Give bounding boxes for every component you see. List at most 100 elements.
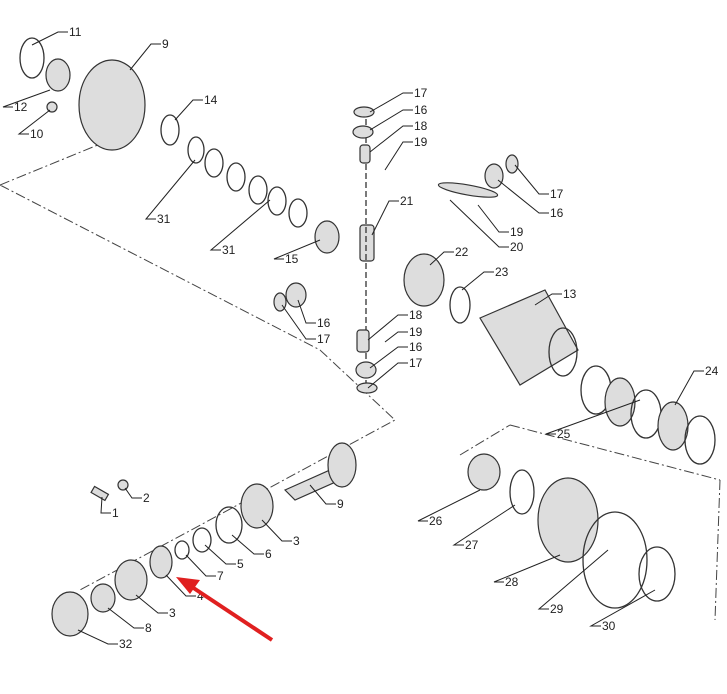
- callout-17: 17: [409, 356, 423, 370]
- part-22-gear: [403, 253, 445, 307]
- part-26-seal: [467, 453, 501, 491]
- part-32-bearing: [51, 591, 89, 637]
- leader-line: [124, 487, 142, 499]
- callout-16: 16: [317, 316, 331, 330]
- leader-line: [371, 200, 399, 236]
- part-10-bolt: [46, 101, 58, 113]
- part-5-spacer: [192, 527, 212, 553]
- leader-line: [2, 89, 51, 108]
- leader-line: [309, 484, 336, 505]
- leader-line: [273, 239, 321, 260]
- leader-line: [174, 99, 203, 121]
- callout-3: 3: [293, 534, 300, 548]
- callout-25: 25: [557, 427, 571, 441]
- leader-line: [384, 331, 408, 343]
- leader-line: [31, 31, 68, 46]
- callout-13: 13: [563, 287, 577, 301]
- leader-line: [514, 164, 549, 195]
- leader-line: [497, 179, 549, 214]
- callout-19: 19: [510, 225, 524, 239]
- part-9-bevel-gear: [78, 59, 146, 151]
- part-3-bearing: [240, 483, 274, 529]
- callout-17: 17: [317, 332, 331, 346]
- leader-line: [452, 504, 516, 546]
- leader-line: [369, 109, 413, 131]
- part-29-ring: [582, 511, 648, 609]
- part-30-circlip: [638, 546, 676, 602]
- callout-1: 1: [112, 506, 119, 520]
- leader-line: [369, 92, 413, 113]
- part-21-shaft: [359, 224, 375, 262]
- leader-line: [369, 346, 408, 369]
- callout-22: 22: [455, 245, 469, 259]
- callout-27: 27: [465, 538, 479, 552]
- leader-line: [461, 271, 494, 291]
- part-13-housing: [479, 289, 579, 386]
- callout-26: 26: [429, 514, 443, 528]
- callout-24: 24: [705, 364, 719, 378]
- callout-32: 32: [119, 637, 133, 651]
- part-1-stud: [90, 485, 110, 502]
- callout-16: 16: [550, 206, 564, 220]
- leader-line: [165, 574, 196, 597]
- callout-16: 16: [414, 103, 428, 117]
- part-6-ring: [215, 506, 243, 544]
- callout-19: 19: [409, 325, 423, 339]
- callout-14: 14: [204, 93, 218, 107]
- leader-line: [477, 204, 509, 233]
- callout-6: 6: [265, 547, 272, 561]
- callout-2: 2: [143, 491, 150, 505]
- part-31-discs: [187, 136, 308, 228]
- leader-line: [281, 304, 316, 340]
- callout-7: 7: [217, 569, 224, 583]
- leader-line: [369, 125, 413, 153]
- callout-16: 16: [409, 340, 423, 354]
- part-27-circlip: [509, 469, 535, 515]
- callout-18: 18: [414, 119, 428, 133]
- assembly-boundary: [0, 139, 721, 621]
- part-14-washer: [160, 114, 180, 146]
- callout-31: 31: [222, 243, 236, 257]
- leader-line: [367, 314, 408, 341]
- part-8-nut: [90, 583, 116, 613]
- callout-19: 19: [414, 135, 428, 149]
- callout-30: 30: [602, 619, 616, 633]
- callout-23: 23: [495, 265, 509, 279]
- part-12-bearing: [45, 58, 71, 92]
- leader-line: [429, 251, 454, 266]
- red-arrow: [176, 577, 274, 642]
- callout-3: 3: [169, 606, 176, 620]
- leader-line: [100, 496, 111, 514]
- parts: [19, 37, 716, 637]
- part-4-seal: [149, 545, 173, 579]
- leader-line: [674, 370, 704, 406]
- leader-line: [417, 489, 481, 522]
- leader-line: [204, 544, 236, 565]
- leader-line: [449, 199, 509, 248]
- leader-line: [537, 549, 609, 610]
- part-2-nut: [117, 479, 129, 491]
- leader-line: [185, 554, 216, 577]
- callout-21: 21: [400, 194, 414, 208]
- leader-line: [231, 534, 264, 555]
- leader-line: [589, 589, 656, 627]
- part-11-ring: [19, 37, 45, 79]
- callout-4: 4: [197, 589, 204, 603]
- callout-10: 10: [30, 127, 44, 141]
- callout-9: 9: [162, 37, 169, 51]
- part-20-shaft: [437, 182, 499, 198]
- leader-line: [534, 293, 562, 306]
- leader-line: [107, 607, 144, 629]
- callout-18: 18: [409, 308, 423, 322]
- leader-line: [77, 629, 118, 645]
- callout-17: 17: [414, 86, 428, 100]
- leader-line: [493, 554, 561, 583]
- leader-line: [209, 199, 271, 251]
- leader-line: [129, 43, 161, 71]
- callout-17: 17: [550, 187, 564, 201]
- leader-line: [135, 594, 168, 614]
- callout-12: 12: [14, 100, 28, 114]
- leader-line: [367, 362, 408, 389]
